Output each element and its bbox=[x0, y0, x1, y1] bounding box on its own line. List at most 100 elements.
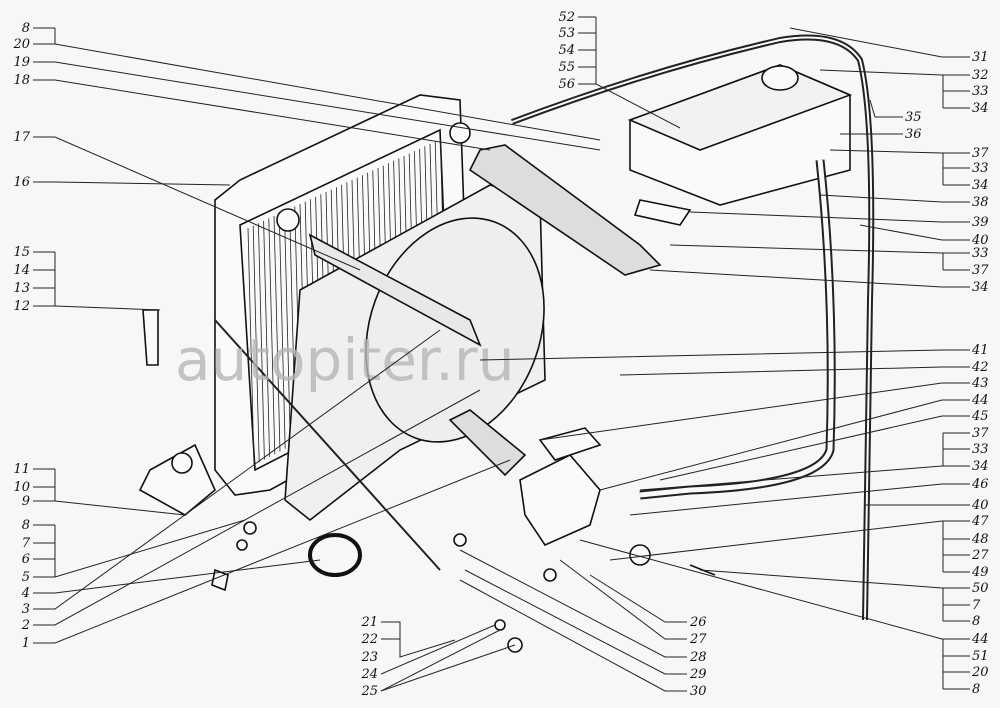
callout-top-55: 55 bbox=[558, 60, 575, 75]
leader-line bbox=[559, 559, 687, 640]
leader-line bbox=[669, 244, 970, 254]
callout-left-17: 17 bbox=[13, 130, 30, 145]
callout-right-43: 43 bbox=[971, 376, 989, 391]
callout-bottom_right-26: 26 bbox=[689, 615, 707, 630]
pump-elbow bbox=[519, 454, 601, 547]
callout-left-4: 4 bbox=[21, 586, 30, 601]
leader-line bbox=[659, 415, 970, 481]
leader-line bbox=[33, 389, 481, 626]
callout-left-6: 6 bbox=[22, 552, 30, 567]
leader-line bbox=[33, 61, 601, 151]
leader-line bbox=[33, 459, 511, 644]
callout-right-37: 37 bbox=[972, 426, 989, 441]
bolt bbox=[142, 309, 159, 366]
leader-line bbox=[579, 539, 970, 640]
callout-left-11: 11 bbox=[13, 462, 30, 477]
callout-right-34: 34 bbox=[972, 459, 989, 474]
callout-bottom_left-23: 23 bbox=[360, 650, 378, 665]
callout-right-32: 32 bbox=[972, 68, 989, 83]
leader-line bbox=[464, 569, 687, 675]
callout-right-47: 47 bbox=[971, 514, 989, 529]
callout-right-33: 33 bbox=[972, 442, 989, 457]
callout-bottom_right-27: 27 bbox=[689, 632, 707, 647]
leader-line bbox=[599, 399, 970, 491]
leader-line bbox=[33, 329, 441, 610]
callout-top-52: 52 bbox=[558, 10, 575, 25]
leader-line bbox=[33, 79, 491, 151]
callout-left-12: 12 bbox=[13, 299, 30, 314]
callout-right-20: 20 bbox=[971, 665, 989, 680]
leader-line bbox=[639, 465, 970, 491]
callout-bottom_right-30: 30 bbox=[690, 684, 707, 699]
callout-right-34: 34 bbox=[972, 280, 989, 295]
tank-cap bbox=[761, 65, 799, 91]
callout-top-56: 56 bbox=[558, 77, 575, 92]
callout-left-3: 3 bbox=[22, 602, 30, 617]
callout-left-14: 14 bbox=[13, 263, 30, 278]
callout-left-5: 5 bbox=[22, 570, 30, 585]
lower-hose bbox=[448, 409, 527, 477]
leader-line bbox=[819, 69, 970, 76]
upper-pipe bbox=[308, 233, 482, 347]
callout-right-33: 33 bbox=[972, 161, 989, 176]
leader-line bbox=[380, 644, 516, 692]
callout-left-8: 8 bbox=[22, 21, 30, 36]
leader-line bbox=[699, 569, 970, 589]
callout-bottom_left-25: 25 bbox=[360, 684, 378, 699]
callout-right-44: 44 bbox=[971, 393, 989, 408]
leader-lines bbox=[33, 16, 970, 692]
callout-left-18: 18 bbox=[13, 73, 30, 88]
callout-right-27: 27 bbox=[971, 548, 989, 563]
callout-right-31: 31 bbox=[972, 50, 989, 65]
leader-line bbox=[619, 366, 970, 376]
callout-right-37: 37 bbox=[972, 146, 989, 161]
leader-line bbox=[33, 43, 601, 141]
callout-right-42: 42 bbox=[971, 360, 989, 375]
callout-right-51: 51 bbox=[972, 649, 989, 664]
leader-line bbox=[649, 269, 970, 288]
leader-line bbox=[869, 99, 903, 118]
callout-left-8: 8 bbox=[22, 518, 30, 533]
leader-line bbox=[380, 624, 496, 675]
callout-bottom_right-28: 28 bbox=[689, 650, 707, 665]
leader-line bbox=[789, 27, 970, 58]
callout-left-1: 1 bbox=[22, 636, 30, 651]
callout-right-38: 38 bbox=[972, 195, 989, 210]
callout-bottom_left-24: 24 bbox=[360, 667, 378, 682]
callout-right-39: 39 bbox=[972, 215, 989, 230]
callout-right-34: 34 bbox=[972, 178, 989, 193]
callout-labels: 8201918171615141312111098765432152535455… bbox=[12, 10, 989, 699]
leader-line bbox=[829, 149, 970, 154]
callout-right-8: 8 bbox=[972, 682, 980, 697]
callout-right-45: 45 bbox=[971, 409, 989, 424]
callout-right-44: 44 bbox=[971, 632, 989, 647]
callout-bottom_left-21: 21 bbox=[360, 615, 378, 630]
callout-right-8: 8 bbox=[972, 614, 980, 629]
callout-right-33: 33 bbox=[972, 84, 989, 99]
callout-right-36: 36 bbox=[905, 127, 922, 142]
callout-right-48: 48 bbox=[971, 532, 989, 547]
gasket bbox=[538, 427, 602, 461]
leader-line bbox=[609, 520, 970, 561]
callout-right-49: 49 bbox=[971, 565, 989, 580]
callout-right-7: 7 bbox=[972, 598, 981, 613]
leader-line bbox=[629, 483, 970, 516]
watermark: autopiter.ru bbox=[175, 326, 514, 394]
leader-line bbox=[689, 211, 970, 223]
leader-line bbox=[33, 181, 231, 186]
callout-right-35: 35 bbox=[905, 110, 922, 125]
callout-left-2: 2 bbox=[21, 618, 30, 633]
expansion-tank bbox=[627, 64, 853, 226]
callout-left-10: 10 bbox=[13, 480, 30, 495]
callout-right-50: 50 bbox=[972, 581, 989, 596]
callout-left-16: 16 bbox=[13, 175, 30, 190]
leader-line bbox=[459, 579, 687, 692]
callout-right-40: 40 bbox=[971, 498, 989, 513]
callout-top-53: 53 bbox=[558, 26, 575, 41]
leader-line bbox=[589, 574, 687, 623]
leader-line bbox=[459, 549, 687, 658]
hose-clamp bbox=[308, 533, 362, 577]
drain-rod bbox=[214, 319, 441, 571]
callout-left-19: 19 bbox=[13, 55, 30, 70]
